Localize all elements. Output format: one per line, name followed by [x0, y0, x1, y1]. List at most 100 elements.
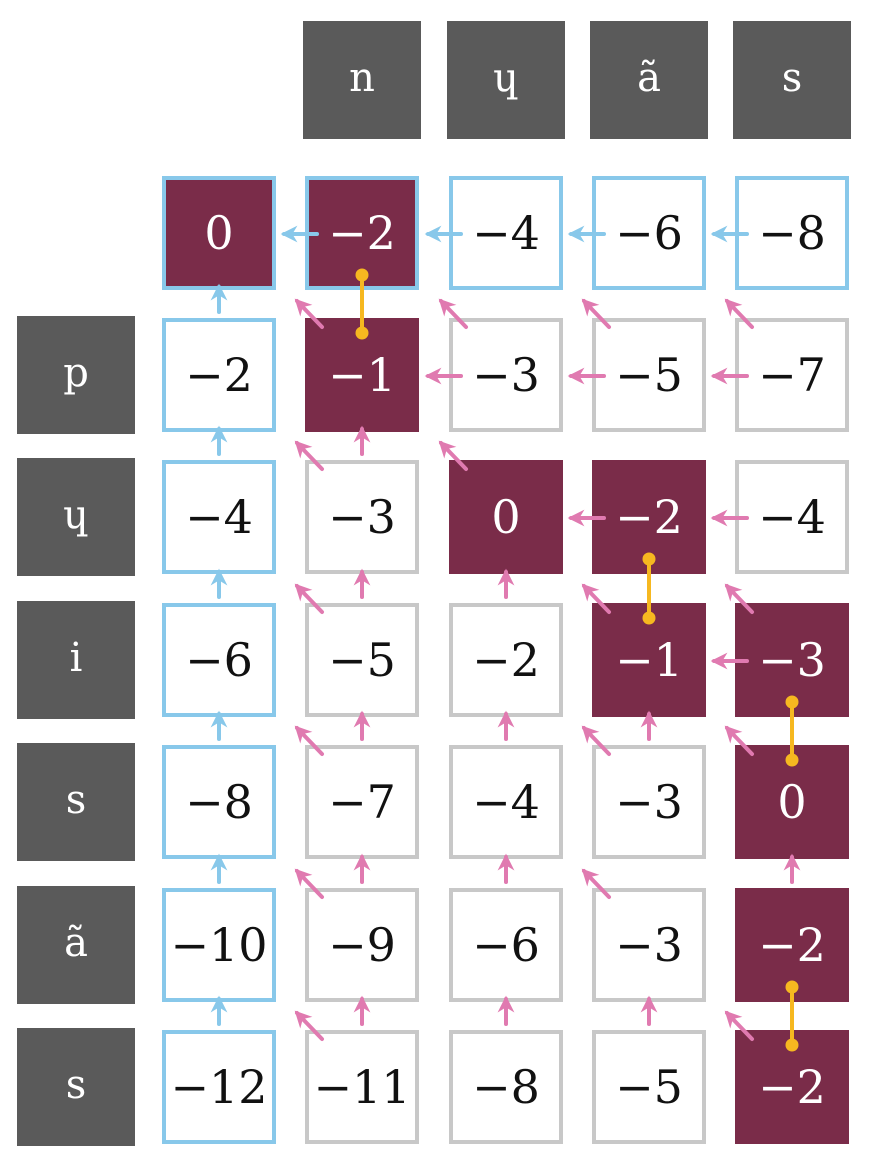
diagonal-arrow: [294, 440, 324, 471]
diagonal-arrow: [724, 1010, 754, 1041]
cell-score: 0: [491, 490, 520, 544]
cell-score: −4: [472, 775, 540, 829]
cell-score: −7: [328, 775, 396, 829]
path-cell: 0: [449, 460, 563, 574]
diagonal-arrow: [294, 725, 324, 756]
path-link-dot: [355, 326, 369, 340]
row-header-box: [17, 458, 135, 576]
path-cell-fill: [162, 176, 276, 290]
path-cell-fill: [449, 460, 563, 574]
matrix-cell: −3: [449, 318, 563, 432]
boundary-cell-border: [162, 1030, 276, 1144]
cell-score: −5: [615, 1060, 683, 1114]
matrix-cell: −6: [449, 888, 563, 1002]
matrix-cell: −3: [305, 460, 419, 574]
cell-score: −1: [328, 348, 396, 402]
cell-score: −6: [185, 633, 253, 687]
diagonal-arrow: [294, 583, 324, 614]
column-header-box: [447, 21, 565, 139]
path-link: [355, 268, 369, 340]
column-header-label: ɥ: [493, 55, 519, 101]
cell-score: −9: [328, 918, 396, 972]
matrix-cell: −10: [162, 888, 276, 1002]
matrix-cell: −6: [592, 176, 706, 290]
row-header-box: [17, 601, 135, 719]
inner-cell-border: [592, 745, 706, 859]
cell-score: −3: [472, 348, 540, 402]
row-header-label: s: [66, 1062, 87, 1108]
cell-score: −11: [313, 1060, 410, 1114]
path-cell: −2: [305, 176, 419, 290]
cell-score: −2: [758, 918, 826, 972]
matrix-cell: −5: [592, 318, 706, 432]
column-header-box: [733, 21, 851, 139]
matrix-cell: −8: [449, 1030, 563, 1144]
cell-score: −5: [328, 633, 396, 687]
diagonal-arrow: [581, 868, 611, 899]
matrix-cell: −6: [162, 603, 276, 717]
path-link-dot: [355, 268, 369, 282]
row-header-label: i: [70, 635, 83, 681]
cell-score: −2: [758, 1060, 826, 1114]
row-header-label: p: [63, 350, 89, 396]
cell-score: 0: [777, 775, 806, 829]
cell-score: −6: [472, 918, 540, 972]
matrix-cell: −7: [735, 318, 849, 432]
inner-cell-border: [592, 1030, 706, 1144]
path-link-dot: [785, 1038, 799, 1052]
cell-score: −3: [615, 775, 683, 829]
cell-score: −7: [758, 348, 826, 402]
path-cell: 0: [735, 745, 849, 859]
row-header-label: ã: [64, 920, 88, 966]
matrix-cell: −5: [592, 1030, 706, 1144]
path-link: [785, 695, 799, 767]
row-header-label: ɥ: [63, 492, 89, 538]
column-header-box: [303, 21, 421, 139]
cell-score: 0: [204, 206, 233, 260]
path-link: [785, 980, 799, 1052]
path-link-dot: [785, 753, 799, 767]
diagonal-arrow: [724, 583, 754, 614]
row-header-box: [17, 886, 135, 1004]
diagonal-arrow: [724, 725, 754, 756]
cell-score: −5: [615, 348, 683, 402]
cell-score: −2: [615, 490, 683, 544]
path-link-dot: [642, 611, 656, 625]
matrix-cell: −4: [449, 745, 563, 859]
cell-score: −8: [758, 206, 826, 260]
path-cell: 0: [162, 176, 276, 290]
cell-score: −3: [328, 490, 396, 544]
cell-score: −8: [472, 1060, 540, 1114]
row-header-box: [17, 743, 135, 861]
diagonal-arrow: [294, 298, 324, 329]
cell-score: −2: [472, 633, 540, 687]
diagonal-arrow: [581, 725, 611, 756]
diagonal-arrow: [294, 868, 324, 899]
cell-score: −12: [170, 1060, 267, 1114]
path-link-dot: [785, 980, 799, 994]
matrix-cell: −4: [449, 176, 563, 290]
inner-cell-border: [449, 1030, 563, 1144]
cell-score: −3: [758, 633, 826, 687]
matrix-cell: −11: [305, 1030, 419, 1144]
column-header-label: ã: [637, 55, 661, 101]
column-header-label: s: [782, 55, 803, 101]
matrix-cell: −2: [162, 318, 276, 432]
cell-score: −6: [615, 206, 683, 260]
diagonal-arrow: [724, 298, 754, 329]
inner-cell-border: [305, 1030, 419, 1144]
matrix-cell: −4: [735, 460, 849, 574]
row-header-label: s: [66, 777, 87, 823]
row-header-box: [17, 1028, 135, 1146]
column-header-label: n: [349, 55, 375, 101]
cell-score: −3: [615, 918, 683, 972]
row-header-box: [17, 316, 135, 434]
matrix-cell: −5: [305, 603, 419, 717]
matrix-cell: −3: [592, 888, 706, 1002]
path-link-dot: [785, 695, 799, 709]
cell-score: −4: [758, 490, 826, 544]
diagonal-arrow: [438, 440, 468, 471]
matrix-cell: −7: [305, 745, 419, 859]
matrix-cell: −2: [449, 603, 563, 717]
